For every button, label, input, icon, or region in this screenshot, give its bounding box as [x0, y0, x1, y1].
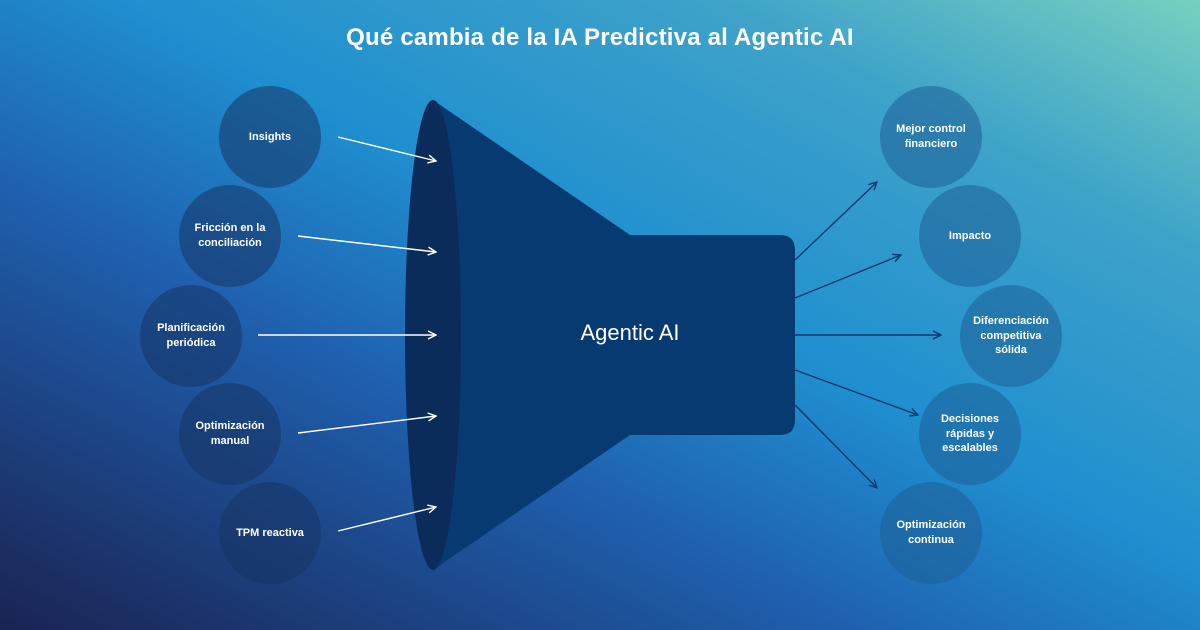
output-circle-control-financiero: Mejor control financiero — [880, 86, 982, 188]
output-circle-diferenciacion: Diferenciación competitiva sólida — [960, 285, 1062, 387]
output-arrow-2 — [794, 255, 901, 299]
output-circle-impacto: Impacto — [919, 185, 1021, 287]
funnel-center-label: Agentic AI — [580, 320, 680, 345]
input-circle-planificacion: Planificación periódica — [140, 285, 242, 387]
output-circle-decisiones: Decisiones rápidas y escalables — [919, 383, 1021, 485]
output-arrow-4 — [794, 369, 918, 415]
input-circle-insights: Insights — [219, 86, 321, 188]
diagram-title: Qué cambia de la IA Predictiva al Agenti… — [346, 24, 854, 51]
input-circle-friccion: Fricción en la conciliación — [179, 185, 281, 287]
output-arrow-1 — [794, 182, 877, 261]
input-arrow-2 — [297, 235, 436, 252]
input-arrow-1 — [337, 136, 436, 161]
input-arrow-4 — [297, 416, 436, 434]
input-arrow-5 — [337, 507, 436, 532]
input-circle-optimizacion-manual: Optimización manual — [179, 383, 281, 485]
output-arrow-5 — [794, 404, 877, 488]
output-circle-optimizacion-continua: Optimización continua — [880, 482, 982, 584]
funnel-body — [433, 100, 795, 570]
input-circle-tpm: TPM reactiva — [219, 482, 321, 584]
